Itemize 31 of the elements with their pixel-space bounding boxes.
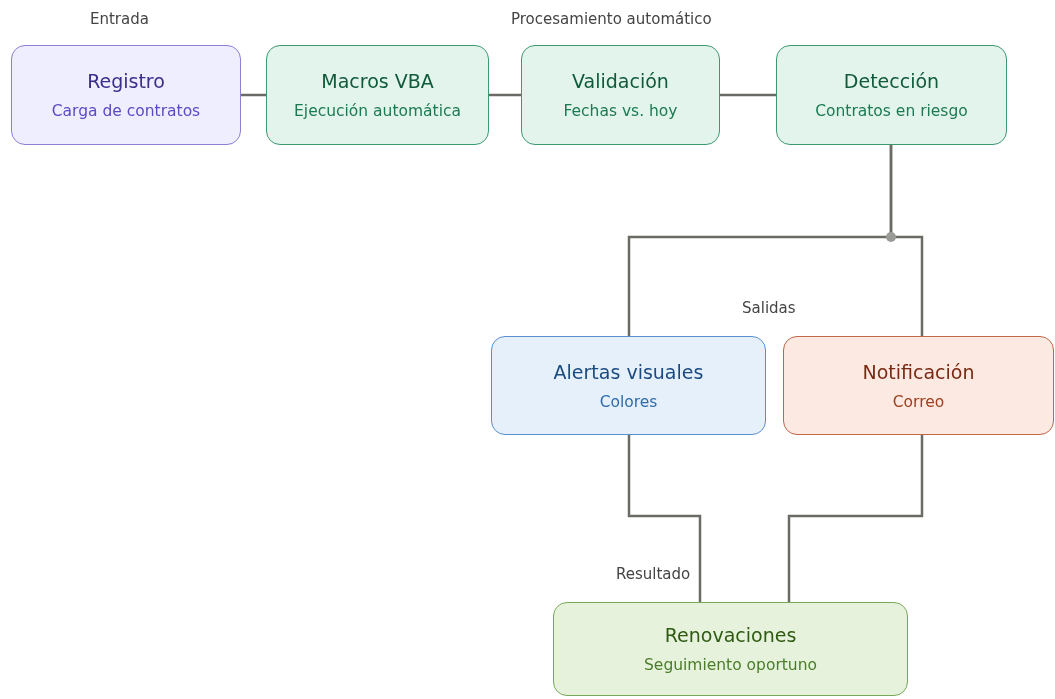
process-box bbox=[521, 45, 720, 145]
connector-line bbox=[787, 435, 924, 602]
box-title: Notificación bbox=[862, 360, 975, 383]
box-title: Detección bbox=[843, 70, 940, 92]
group-label: Salidas bbox=[742, 299, 796, 317]
connector-line bbox=[889, 145, 924, 336]
connector-line bbox=[627, 435, 702, 602]
group-label: Procesamiento automático bbox=[511, 10, 712, 28]
process-box bbox=[11, 45, 241, 145]
box-subtitle: Fechas vs. hoy bbox=[563, 102, 678, 120]
connector-line bbox=[241, 93, 266, 97]
box-title: Macros VBA bbox=[321, 70, 434, 92]
group-label: Entrada bbox=[90, 10, 149, 28]
box-title: Renovaciones bbox=[664, 624, 797, 646]
connector-line bbox=[720, 93, 776, 97]
connector-line bbox=[489, 93, 521, 97]
box-subtitle: Carga de contratos bbox=[51, 102, 201, 120]
box-subtitle: Ejecución automática bbox=[294, 102, 461, 120]
box-subtitle: Colores bbox=[599, 392, 658, 411]
process-box bbox=[783, 336, 1054, 435]
process-box bbox=[266, 45, 489, 145]
process-box bbox=[776, 45, 1007, 145]
box-title: Alertas visuales bbox=[553, 360, 704, 383]
process-box bbox=[491, 336, 766, 435]
box-title: Validación bbox=[572, 70, 669, 92]
box-subtitle: Correo bbox=[892, 392, 945, 411]
box-subtitle: Contratos en riesgo bbox=[815, 102, 968, 120]
group-label: Resultado bbox=[616, 565, 691, 583]
process-box bbox=[553, 602, 908, 696]
box-subtitle: Seguimiento oportuno bbox=[644, 656, 817, 674]
box-title: Registro bbox=[87, 70, 165, 92]
